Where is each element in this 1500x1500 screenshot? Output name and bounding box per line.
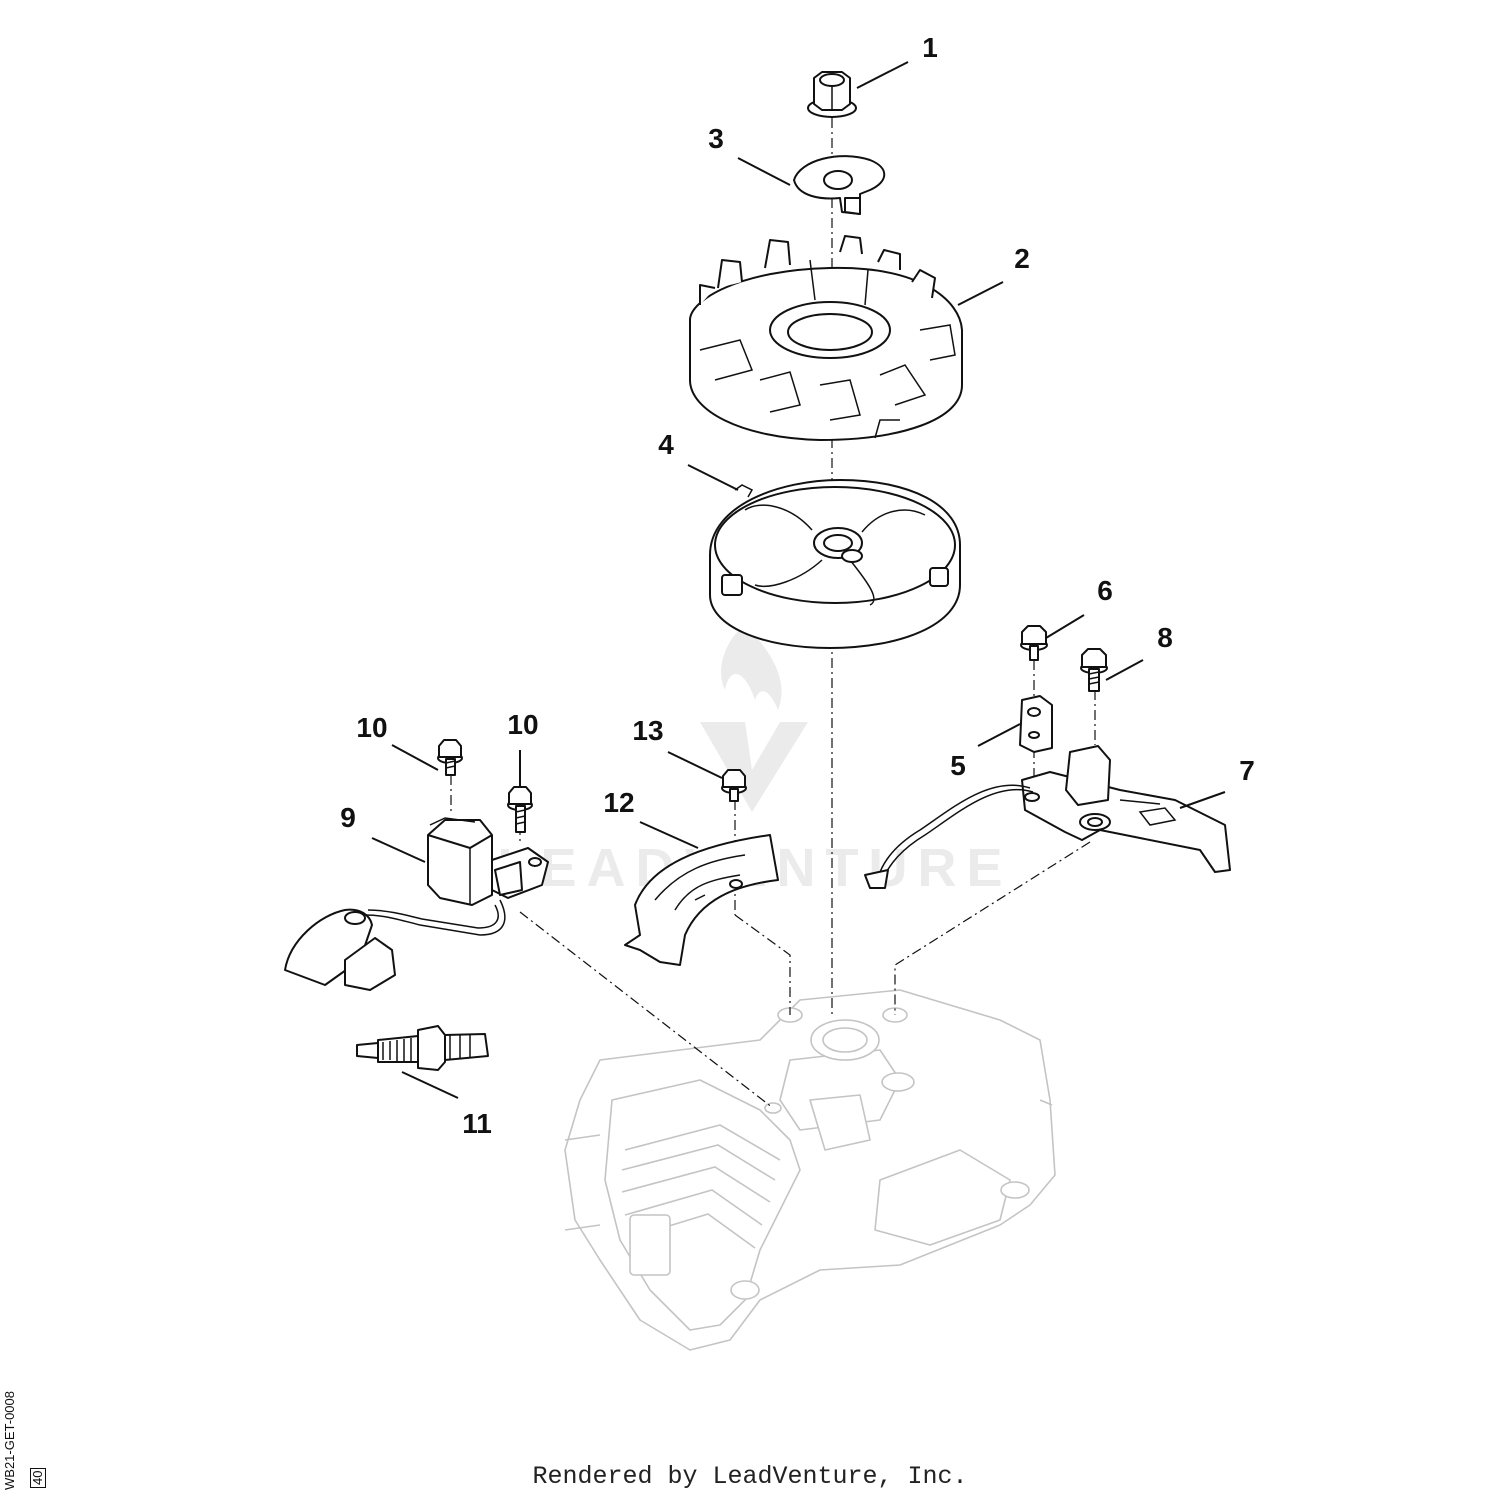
callout-7: 7 (1239, 755, 1255, 786)
leader-lines (371, 61, 1226, 1099)
part-5-bracket (1019, 695, 1053, 753)
part-9-ignition-coil (284, 817, 549, 991)
callouts: 1 2 3 4 5 6 7 8 9 10 10 11 12 13 (340, 32, 1255, 1139)
callout-10-right: 10 (507, 709, 538, 740)
part-6-screw (1020, 625, 1048, 661)
engine-block (564, 989, 1056, 1351)
part-4-starter-cup (709, 479, 961, 649)
part-8-screw (1080, 648, 1108, 692)
callout-8: 8 (1157, 622, 1173, 653)
callout-2: 2 (1014, 243, 1030, 274)
part-11-spark-plug (356, 1025, 489, 1071)
callout-6: 6 (1097, 575, 1113, 606)
callout-1: 1 (922, 32, 938, 63)
callout-4: 4 (658, 429, 674, 460)
part-3-washer (793, 155, 886, 215)
watermark-logo (700, 625, 808, 812)
callout-5: 5 (950, 750, 966, 781)
callout-12: 12 (603, 787, 634, 818)
callout-9: 9 (340, 802, 356, 833)
part-13-screw (721, 769, 747, 802)
footer-credit: Rendered by LeadVenture, Inc. (532, 1462, 968, 1491)
callout-10-left: 10 (356, 712, 387, 743)
callout-3: 3 (708, 123, 724, 154)
part-7-stop-switch (864, 745, 1231, 889)
callout-11: 11 (462, 1108, 492, 1139)
part-10-screw-left (437, 739, 463, 776)
callout-13: 13 (632, 715, 663, 746)
part-10-screw-right (507, 786, 533, 833)
part-12-shield-plate (624, 834, 779, 966)
part-1-flange-nut (807, 71, 857, 118)
part-2-flywheel (689, 235, 963, 441)
